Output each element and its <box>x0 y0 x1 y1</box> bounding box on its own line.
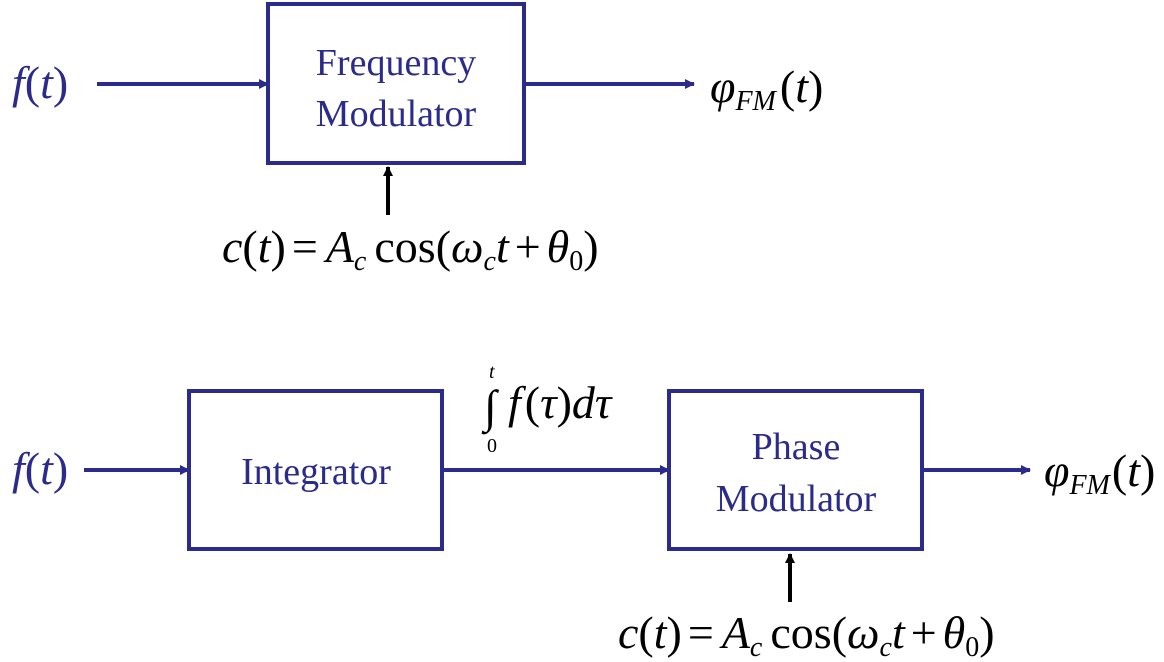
bottom-output-label: φFM(t) <box>1044 445 1155 501</box>
integral-sign: ∫ <box>481 381 499 435</box>
frequency-modulator-line1: Frequency <box>316 42 476 84</box>
integral-lower-limit: 0 <box>487 435 497 457</box>
bottom-input-label: f(t) <box>12 443 68 494</box>
integral-expression: t ∫ 0 f(τ)dτ <box>481 361 613 457</box>
top-input-label: f(t) <box>12 57 68 108</box>
phase-modulator-block <box>667 389 924 551</box>
phase-modulator-line1: Phase <box>752 426 841 468</box>
integral-upper-limit: t <box>489 361 495 383</box>
frequency-modulator-line2: Modulator <box>316 93 477 135</box>
integral-integrand: f(τ)dτ <box>508 377 613 428</box>
integrator-block <box>187 389 444 551</box>
integrator-label: Integrator <box>241 451 391 493</box>
bottom-diagram: f(t) Integrator t ∫ 0 f(τ)dτ Phase Modul… <box>12 361 1155 662</box>
phase-modulator-line2: Modulator <box>716 478 877 520</box>
top-output-label: φFM(t) <box>710 61 823 117</box>
